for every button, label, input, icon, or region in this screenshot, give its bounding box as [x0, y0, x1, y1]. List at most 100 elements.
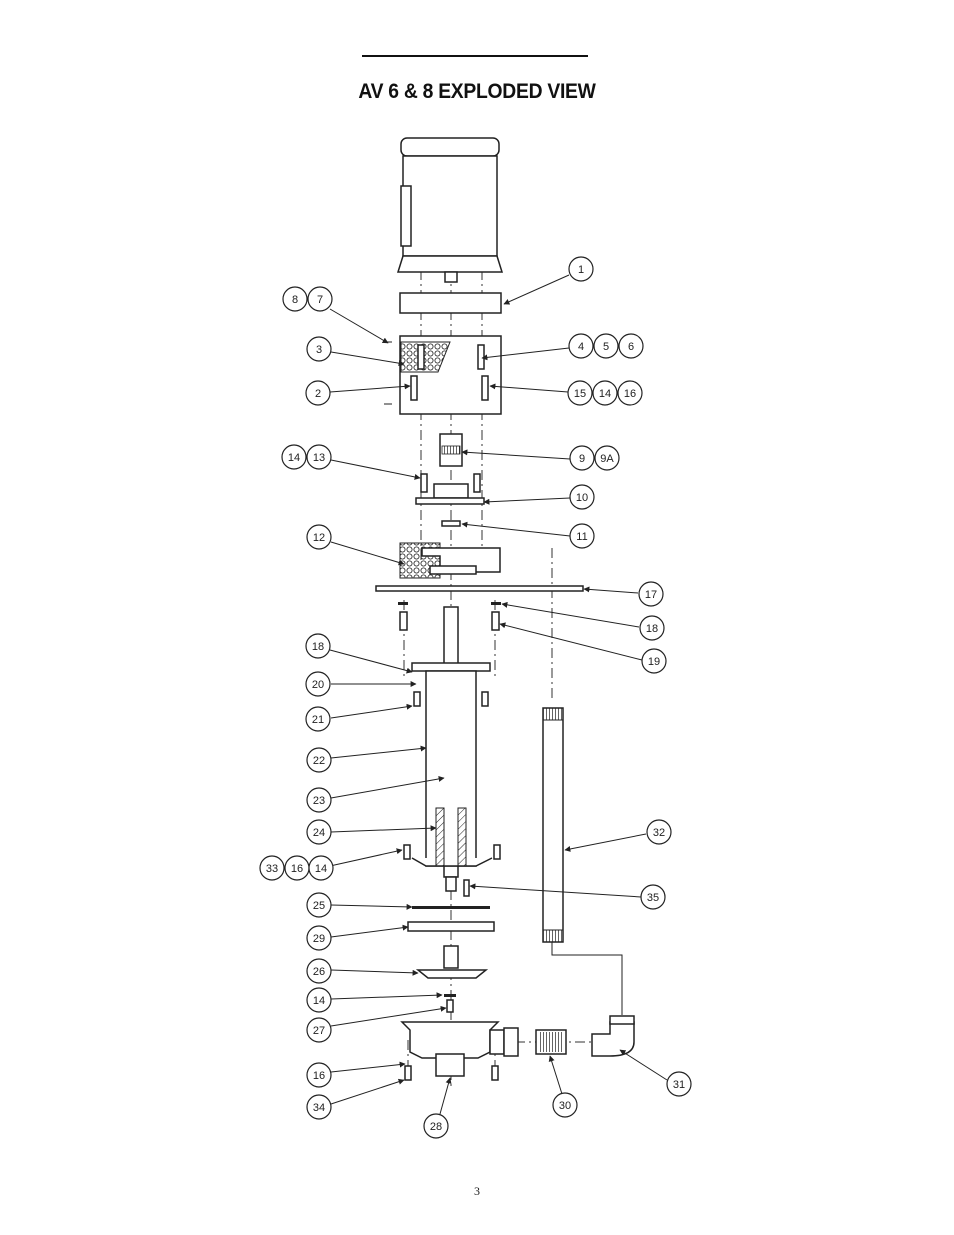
callout-18b: 18	[305, 633, 331, 659]
callout-14c: 14	[308, 855, 334, 881]
coupling	[439, 433, 463, 467]
motor	[396, 137, 504, 283]
page-title: AV 6 & 8 EXPLODED VIEW	[358, 80, 596, 103]
motor-bracket	[384, 335, 502, 415]
callout-15: 15	[567, 380, 593, 406]
shaft-key	[441, 520, 461, 527]
callout-28: 28	[423, 1113, 449, 1139]
callout-33: 33	[259, 855, 285, 881]
callout-16b: 16	[284, 855, 310, 881]
callout-13: 13	[306, 444, 332, 470]
svg-text:31: 31	[673, 1079, 685, 1091]
bolt-left	[420, 473, 428, 493]
svg-text:34: 34	[313, 1102, 325, 1114]
callout-16c: 16	[306, 1062, 332, 1088]
svg-text:20: 20	[312, 679, 324, 691]
leader-lines	[329, 274, 668, 1115]
svg-text:2: 2	[315, 388, 321, 400]
header-rule	[362, 55, 588, 57]
svg-text:14: 14	[599, 388, 611, 400]
cover-plate	[375, 585, 584, 592]
svg-text:12: 12	[313, 532, 325, 544]
callout-26: 26	[306, 958, 332, 984]
svg-text:25: 25	[313, 900, 325, 912]
callout-11: 11	[569, 523, 595, 549]
callout-12: 12	[306, 524, 332, 550]
svg-text:14: 14	[288, 452, 300, 464]
callout-3: 3	[306, 336, 332, 362]
svg-text:10: 10	[576, 492, 588, 504]
bolt-right	[473, 473, 481, 493]
svg-text:13: 13	[313, 452, 325, 464]
svg-text:27: 27	[313, 1025, 325, 1037]
svg-text:26: 26	[313, 966, 325, 978]
callout-14b: 14	[281, 444, 307, 470]
callout-35: 35	[640, 884, 666, 910]
callout-14: 14	[592, 380, 618, 406]
svg-text:21: 21	[312, 714, 324, 726]
svg-text:33: 33	[266, 863, 278, 875]
callout-22: 22	[306, 747, 332, 773]
callout-32: 32	[646, 819, 672, 845]
svg-text:16: 16	[313, 1070, 325, 1082]
callout-18: 18	[639, 615, 665, 641]
base-bolt-right	[491, 1065, 499, 1081]
impeller-washer	[444, 994, 456, 997]
bolt-33-right	[493, 844, 501, 860]
svg-text:14: 14	[313, 995, 325, 1007]
svg-text:17: 17	[645, 589, 657, 601]
callout-30: 30	[552, 1092, 578, 1118]
discharge-pipe	[542, 707, 564, 943]
callout-6: 6	[618, 333, 644, 359]
pipe-elbow	[591, 1015, 635, 1057]
callout-2: 2	[305, 380, 331, 406]
svg-text:8: 8	[292, 294, 298, 306]
washer-right	[491, 602, 501, 605]
svg-text:16: 16	[291, 863, 303, 875]
callout-8: 8	[282, 286, 308, 312]
base-bolt-left	[404, 1065, 412, 1081]
callout-4: 4	[568, 333, 594, 359]
callout-20: 20	[305, 671, 331, 697]
svg-text:18: 18	[646, 623, 658, 635]
callout-9a: 9A	[594, 445, 620, 471]
svg-text:24: 24	[313, 827, 325, 839]
callout-5: 5	[593, 333, 619, 359]
adapter-ring	[399, 292, 502, 314]
callout-29: 29	[306, 925, 332, 951]
bolt-19-left	[399, 611, 408, 631]
gasket	[412, 906, 490, 909]
svg-text:7: 7	[317, 294, 323, 306]
washer-left	[398, 602, 408, 605]
svg-text:9: 9	[579, 453, 585, 465]
svg-text:5: 5	[603, 341, 609, 353]
callout-34: 34	[306, 1094, 332, 1120]
svg-text:32: 32	[653, 827, 665, 839]
pump-casing	[400, 1021, 519, 1077]
svg-text:6: 6	[628, 341, 634, 353]
callout-21: 21	[305, 706, 331, 732]
svg-text:19: 19	[648, 656, 660, 668]
callout-25: 25	[306, 892, 332, 918]
discharge-route-line	[551, 940, 623, 1015]
svg-text:4: 4	[578, 341, 584, 353]
impeller-key	[463, 879, 470, 897]
svg-text:9A: 9A	[600, 453, 614, 465]
callout-31: 31	[666, 1071, 692, 1097]
svg-text:23: 23	[313, 795, 325, 807]
svg-text:18: 18	[312, 641, 324, 653]
svg-text:29: 29	[313, 933, 325, 945]
callout-17: 17	[638, 581, 664, 607]
impeller-bolt	[446, 999, 454, 1013]
svg-text:14: 14	[315, 863, 327, 875]
bolt-19-right	[491, 611, 500, 631]
callout-bubbles: 1 8 7 3 4 5 6 2 15 14 16 9 9A 14 13 10 1…	[259, 256, 692, 1139]
impeller	[415, 945, 489, 979]
callout-23: 23	[306, 787, 332, 813]
callout-19: 19	[641, 648, 667, 674]
svg-text:1: 1	[578, 264, 584, 276]
shaft-tip	[445, 876, 457, 892]
bearing-sleeve	[435, 807, 467, 867]
callout-9: 9	[569, 445, 595, 471]
callout-14d: 14	[306, 987, 332, 1013]
